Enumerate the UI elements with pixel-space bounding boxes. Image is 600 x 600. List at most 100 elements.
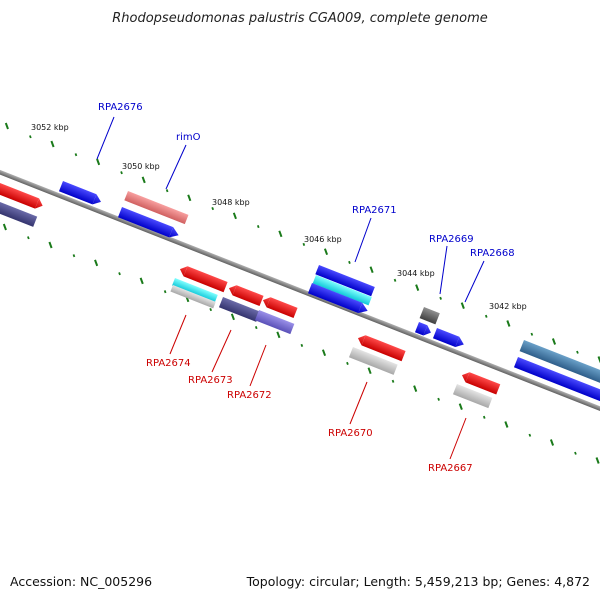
kbp-label-3046: 3046 kbp [304, 235, 342, 244]
major-tick [369, 266, 374, 274]
gene-rpa2674-red[interactable] [178, 264, 228, 293]
gene-rpa2674-gray[interactable] [170, 285, 216, 309]
label-group-forward: RPA2676 rimO RPA2671 RPA2669 RPA2668 [96, 102, 515, 303]
gene-rpa2674-cyan[interactable] [172, 278, 218, 303]
minor-tick [437, 397, 440, 401]
leader-line [165, 144, 187, 190]
gene-forward-right-blue[interactable] [513, 357, 600, 403]
leader-line [449, 417, 467, 460]
minor-tick [254, 325, 258, 330]
leader-line [464, 260, 485, 303]
leader-line [349, 381, 368, 425]
gene-forward-3045[interactable] [307, 283, 370, 316]
major-tick [367, 367, 372, 375]
minor-tick [574, 451, 577, 455]
minor-tick [482, 415, 486, 419]
kbp-label-3048: 3048 kbp [212, 198, 250, 207]
major-tick [413, 385, 418, 392]
gene-rpa2671-cyan[interactable] [312, 275, 372, 306]
gene-rimo[interactable] [124, 191, 189, 225]
major-tick [595, 457, 600, 464]
minor-tick [346, 361, 349, 366]
major-tick [94, 259, 99, 267]
major-tick [504, 421, 509, 428]
leader-line [96, 116, 115, 160]
major-tick [141, 176, 146, 184]
gene-label-rpa2670[interactable]: RPA2670 [328, 428, 373, 439]
gene-rpa2670-gray[interactable] [348, 347, 398, 375]
minor-tick [484, 314, 488, 318]
minor-tick [302, 242, 306, 247]
minor-tick [165, 189, 169, 193]
gene-rpa2670[interactable] [356, 333, 406, 362]
leader-line [211, 329, 232, 373]
genome-backbone [0, 166, 600, 413]
label-group-reverse: RPA2674 RPA2673 RPA2672 RPA2670 RPA2667 [146, 314, 473, 474]
kbp-label-3050: 3050 kbp [122, 162, 160, 171]
major-tick [50, 140, 55, 148]
minor-tick [530, 332, 534, 336]
minor-tick [72, 254, 76, 258]
gene-label-rpa2671[interactable]: RPA2671 [352, 205, 397, 216]
minor-tick [391, 379, 395, 383]
minor-tick [27, 236, 30, 240]
major-tick [321, 349, 327, 357]
minor-tick [118, 272, 121, 276]
major-tick [415, 284, 420, 291]
minor-tick [439, 296, 442, 300]
gene-rpa2672-violet[interactable] [254, 310, 295, 335]
gene-rpa2673[interactable] [227, 283, 264, 307]
gene-forward-left-red[interactable] [0, 183, 45, 211]
gene-label-rpa2673[interactable]: RPA2673 [188, 375, 233, 386]
leader-line [249, 344, 267, 387]
gene-rpa2676[interactable] [58, 181, 103, 207]
kbp-label-3044: 3044 kbp [397, 269, 435, 278]
gene-label-rpa2676[interactable]: RPA2676 [98, 102, 143, 113]
gene-small-blue[interactable] [414, 322, 433, 338]
leader-line [169, 314, 187, 355]
gene-label-rpa2668[interactable]: RPA2668 [470, 248, 515, 259]
major-tick [551, 338, 557, 345]
minor-tick [576, 350, 579, 354]
major-tick [323, 248, 329, 256]
minor-tick [256, 224, 260, 229]
major-tick [232, 212, 237, 220]
major-tick [48, 241, 53, 249]
major-tick [276, 331, 281, 339]
gene-forward-3049[interactable] [117, 207, 181, 240]
genome-summary: Topology: circular; Length: 5,459,213 bp… [246, 574, 590, 589]
minor-tick [300, 343, 304, 348]
gene-label-rpa2672[interactable]: RPA2672 [227, 390, 272, 401]
minor-tick [528, 433, 532, 437]
tick-track-lower [2, 223, 600, 464]
gene-rpa2668[interactable] [432, 328, 466, 350]
gene-forward-steel[interactable] [519, 340, 600, 385]
gene-forward-left-navy[interactable] [0, 202, 38, 227]
minor-tick [393, 278, 397, 282]
major-tick [4, 122, 9, 130]
minor-tick [74, 153, 78, 157]
gene-label-rpa2667[interactable]: RPA2667 [428, 463, 473, 474]
accession-label: Accession: NC_005296 [10, 574, 152, 589]
major-tick [458, 403, 463, 410]
gene-rpa2667-gray[interactable] [452, 384, 493, 409]
gene-rpa2673-navy[interactable] [218, 297, 261, 322]
gene-rpa2672[interactable] [261, 295, 298, 319]
minor-tick [209, 307, 213, 312]
gene-label-rpa2674[interactable]: RPA2674 [146, 358, 191, 369]
major-tick [506, 320, 511, 327]
major-tick [230, 313, 235, 321]
major-tick [96, 158, 101, 166]
minor-tick [29, 135, 32, 139]
gene-rpa2671[interactable] [315, 265, 375, 297]
major-tick [139, 277, 144, 285]
gene-label-rpa2669[interactable]: RPA2669 [429, 234, 474, 245]
minor-tick [211, 206, 215, 211]
minor-tick [348, 260, 351, 265]
gene-rpa2669[interactable] [419, 307, 440, 325]
tick-track-upper [4, 122, 600, 363]
gene-rpa2667[interactable] [460, 370, 501, 395]
kbp-label-3042: 3042 kbp [489, 302, 527, 311]
gene-label-rimo[interactable]: rimO [176, 132, 201, 143]
kbp-label-3052: 3052 kbp [31, 123, 69, 132]
